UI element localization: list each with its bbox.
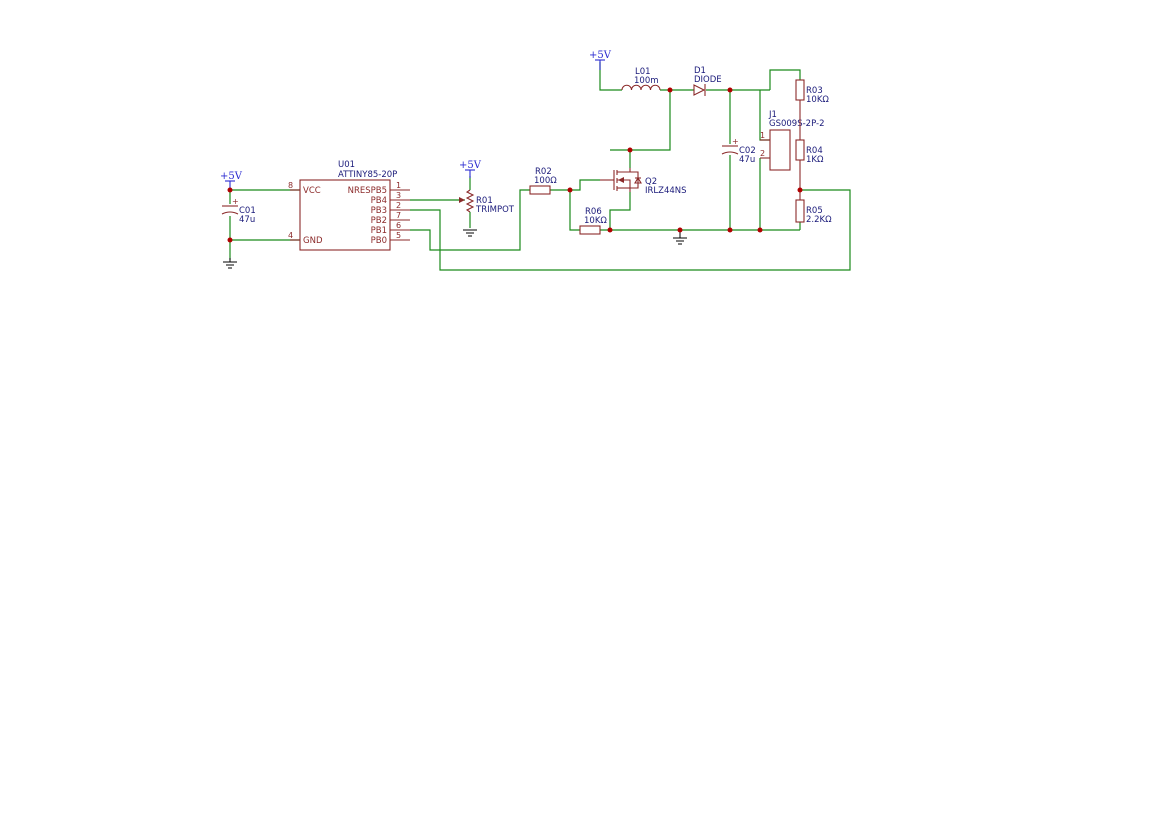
c02-ref: C02: [739, 146, 756, 156]
r04-value: 1KΩ: [806, 155, 824, 165]
d1-ref: D1: [694, 66, 706, 76]
diode-d1[interactable]: D1 DIODE: [693, 66, 722, 96]
pin-num-1: 1: [396, 181, 401, 190]
u01-ref: U01: [338, 160, 355, 170]
pin-num-2: 2: [396, 201, 401, 210]
resistor-r04[interactable]: R04 1KΩ: [795, 139, 824, 200]
pin-num-6: 6: [396, 221, 401, 230]
ic-attiny85[interactable]: U01 ATTINY85-20P VCC GND NRESPB5 PB4 PB3…: [288, 160, 410, 251]
resistor-r03[interactable]: R03 10KΩ: [795, 79, 829, 140]
power-symbol-5v-trimpot: +5V: [459, 160, 482, 178]
r06-ref: R06: [585, 207, 602, 217]
q2-value: IRLZ44NS: [645, 186, 687, 196]
ground-symbol-trimpot: [463, 229, 477, 237]
connector-j1[interactable]: 1 2 J1 GS009S-2P-2: [760, 110, 825, 171]
wires: [229, 62, 851, 271]
pin-name-pb0: PB0: [371, 236, 387, 246]
mosfet-q2[interactable]: Q2 IRLZ44NS: [600, 168, 687, 196]
capacitor-c02[interactable]: + C02 47u: [721, 137, 756, 165]
j1-ref: J1: [768, 110, 777, 120]
j1-pin-2: 2: [760, 149, 765, 158]
capacitor-c01[interactable]: + C01 47u: [221, 197, 256, 225]
r01-value: TRIMPOT: [475, 205, 515, 215]
r02-ref: R02: [535, 167, 552, 177]
trimpot-r01[interactable]: R01 TRIMPOT: [459, 189, 515, 215]
l01-ref: L01: [635, 67, 651, 77]
pin-num-8: 8: [288, 181, 293, 190]
r05-value: 2.2KΩ: [806, 215, 832, 225]
pin-name-pb2: PB2: [371, 216, 387, 226]
pin-name-pb1: PB1: [371, 226, 387, 236]
r02-value: 100Ω: [534, 176, 557, 186]
svg-text:+: +: [732, 137, 739, 146]
power-label: +5V: [220, 171, 243, 182]
r04-ref: R04: [806, 146, 823, 156]
ground-symbol-c01: [223, 258, 237, 269]
j1-value: GS009S-2P-2: [769, 119, 825, 129]
power-label: +5V: [589, 50, 612, 61]
c02-value: 47u: [739, 155, 755, 165]
inductor-l01[interactable]: L01 100m: [621, 67, 661, 91]
svg-text:+: +: [232, 197, 239, 206]
l01-value: 100m: [634, 76, 659, 86]
c01-ref: C01: [239, 206, 256, 216]
c01-value: 47u: [239, 215, 255, 225]
power-symbol-5v-left: +5V: [220, 171, 243, 190]
pin-name-vcc: VCC: [303, 186, 321, 196]
resistor-r05[interactable]: R05 2.2KΩ: [795, 199, 832, 225]
power-label: +5V: [459, 160, 482, 171]
pin-name-pb3: PB3: [371, 206, 387, 216]
pin-num-3: 3: [396, 191, 401, 200]
resistor-r02[interactable]: R02 100Ω: [529, 167, 557, 195]
pin-num-5: 5: [396, 231, 401, 240]
pin-name-gnd: GND: [303, 236, 323, 246]
q2-ref: Q2: [645, 177, 657, 187]
resistor-r06[interactable]: R06 10KΩ: [579, 207, 607, 235]
pin-name-pb4: PB4: [371, 196, 387, 206]
pin-num-4: 4: [288, 231, 293, 240]
junction-dots: [227, 87, 803, 243]
power-symbol-5v-boost: +5V: [589, 50, 612, 70]
j1-pin-1: 1: [760, 131, 765, 140]
r01-ref: R01: [476, 196, 493, 206]
r03-value: 10KΩ: [806, 95, 829, 105]
r05-ref: R05: [806, 206, 823, 216]
pin-name-nrespb5: NRESPB5: [348, 186, 387, 196]
d1-value: DIODE: [694, 75, 722, 85]
pin-num-7: 7: [396, 211, 401, 220]
r06-value: 10KΩ: [584, 216, 607, 226]
u01-value: ATTINY85-20P: [338, 170, 397, 180]
r03-ref: R03: [806, 86, 823, 96]
